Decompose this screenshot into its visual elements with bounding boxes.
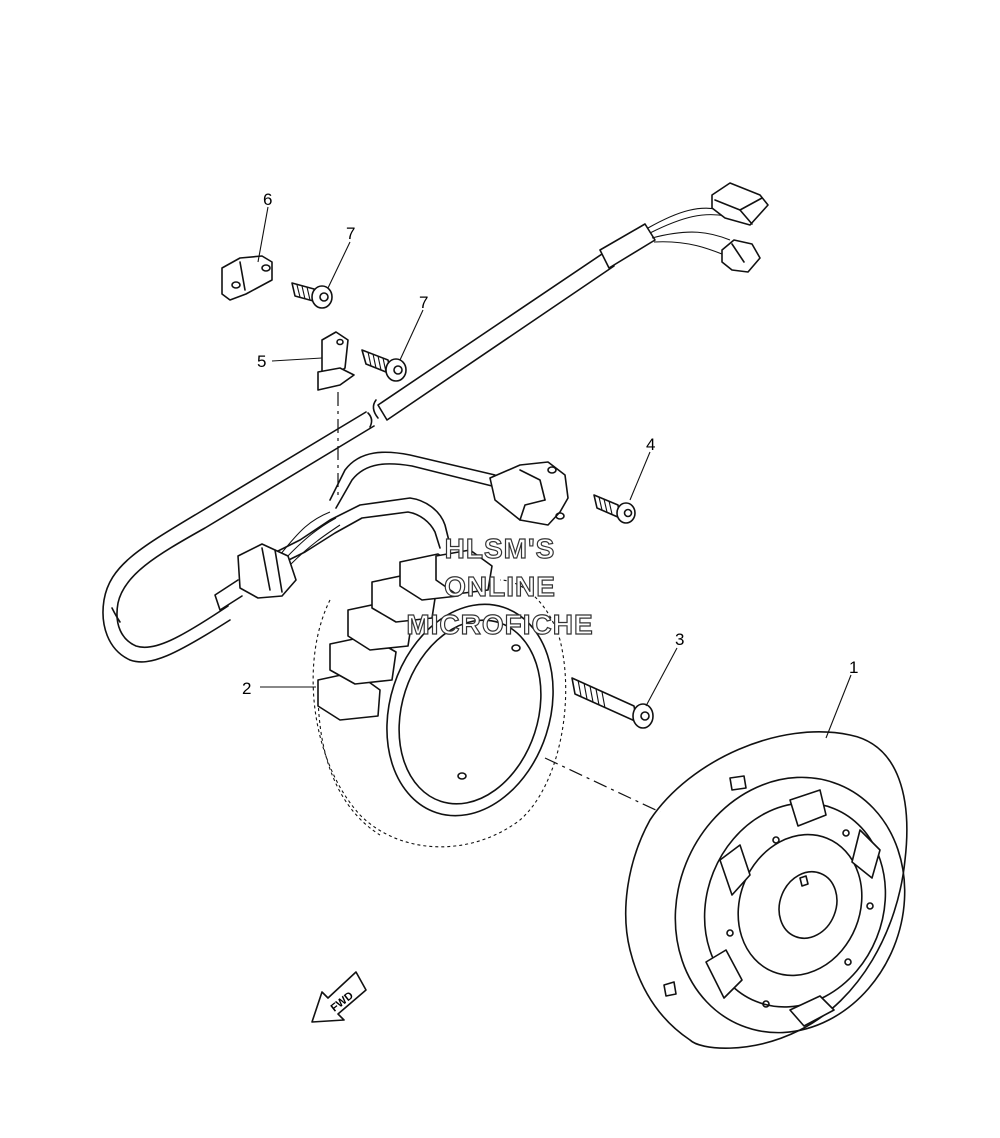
callout-4: 4 bbox=[646, 435, 655, 454]
bolt-part-7-upper bbox=[291, 282, 333, 309]
clamp-part-5 bbox=[317, 331, 355, 391]
callout-7-lower: 7 bbox=[419, 293, 428, 312]
screw-part-4 bbox=[593, 494, 636, 524]
wire-harness bbox=[102, 182, 769, 663]
leader-lines bbox=[257, 206, 852, 739]
watermark-line-3: MICROFICHE bbox=[406, 609, 593, 640]
callout-labels: 1 2 3 4 5 6 7 7 bbox=[242, 190, 858, 698]
bolt-part-3 bbox=[571, 677, 654, 729]
callout-6: 6 bbox=[263, 190, 272, 209]
pickup-coil-harness bbox=[214, 451, 569, 611]
bracket-part-6 bbox=[221, 255, 273, 301]
flywheel-rotor-part-1 bbox=[625, 731, 908, 1049]
assembly-centerline bbox=[544, 757, 661, 813]
watermark-line-1: HLSM'S bbox=[445, 533, 556, 564]
callout-3: 3 bbox=[675, 630, 684, 649]
callout-7-upper: 7 bbox=[346, 224, 355, 243]
watermark: HLSM'S ONLINE MICROFICHE bbox=[406, 532, 594, 640]
forward-direction-arrow: FWD bbox=[311, 971, 367, 1023]
callout-1: 1 bbox=[849, 658, 858, 677]
callout-2: 2 bbox=[242, 679, 251, 698]
stator-part-2 bbox=[312, 549, 567, 848]
bolt-part-7-lower bbox=[361, 349, 407, 382]
callout-5: 5 bbox=[257, 352, 266, 371]
watermark-line-2: ONLINE bbox=[444, 571, 556, 602]
